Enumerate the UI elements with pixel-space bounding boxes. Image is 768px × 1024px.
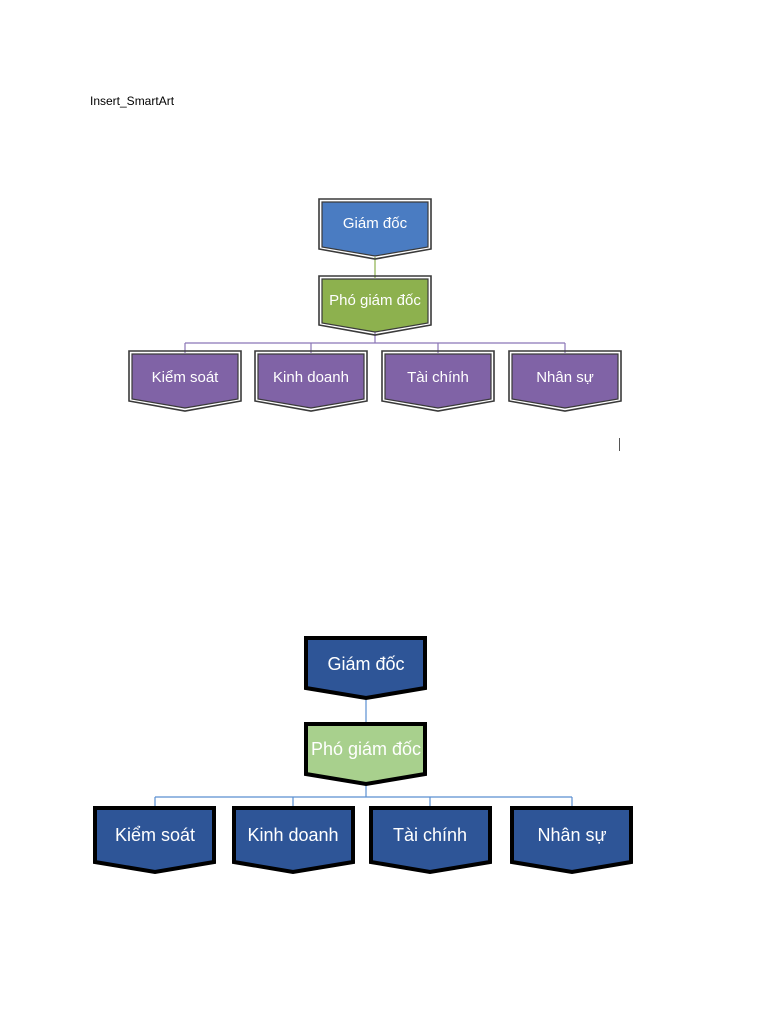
org-chart-2: Giám đốc Phó giám đốc Kiểm soát Kinh doa… xyxy=(93,636,633,875)
department-shape xyxy=(257,353,365,409)
department-shape-outer xyxy=(128,350,242,412)
department-node[interactable]: Kiểm soát xyxy=(128,350,242,412)
connectors xyxy=(184,257,566,353)
text-cursor xyxy=(619,438,620,451)
deputy-label: Phó giám đốc xyxy=(311,739,421,759)
deputy-shape xyxy=(304,722,427,787)
department-nodes: Kiểm soát Kinh doanh Tài chính Nhân sự xyxy=(93,806,633,875)
ceo-label: Giám đốc xyxy=(327,654,404,674)
ceo-shape xyxy=(304,636,427,701)
department-shape xyxy=(369,806,492,875)
department-label: Kinh doanh xyxy=(247,825,338,845)
department-label: Kiểm soát xyxy=(152,369,220,386)
department-label: Nhân sự xyxy=(537,825,606,845)
department-node[interactable]: Kiểm soát xyxy=(93,806,216,875)
deputy-node[interactable]: Phó giám đốc xyxy=(304,722,427,787)
department-node[interactable]: Kinh doanh xyxy=(232,806,355,875)
department-label: Kiểm soát xyxy=(115,825,195,845)
department-shape xyxy=(384,353,492,409)
department-node[interactable]: Tài chính xyxy=(381,350,495,412)
department-label: Kinh doanh xyxy=(273,369,349,386)
department-shape-outer xyxy=(508,350,622,412)
department-shape-outer xyxy=(254,350,368,412)
deputy-shape-outer xyxy=(318,275,432,336)
ceo-shape-outer xyxy=(318,198,432,260)
department-label: Nhân sự xyxy=(536,369,594,386)
ceo-label: Giám đốc xyxy=(343,215,408,232)
department-shape xyxy=(93,806,216,875)
deputy-label: Phó giám đốc xyxy=(329,292,421,309)
department-shape xyxy=(232,806,355,875)
department-shape xyxy=(510,806,633,875)
department-node[interactable]: Kinh doanh xyxy=(254,350,368,412)
department-shape xyxy=(131,353,239,409)
department-node[interactable]: Nhân sự xyxy=(510,806,633,875)
department-shape xyxy=(511,353,619,409)
document-caption: Insert_SmartArt xyxy=(90,94,175,108)
department-node[interactable]: Tài chính xyxy=(369,806,492,875)
department-node[interactable]: Nhân sự xyxy=(508,350,622,412)
deputy-shape xyxy=(321,278,429,333)
org-chart-1: Giám đốc Phó giám đốc Kiểm soát Kinh doa… xyxy=(128,198,622,412)
connectors xyxy=(154,698,573,808)
department-label: Tài chính xyxy=(407,369,469,386)
department-shape-outer xyxy=(381,350,495,412)
department-nodes: Kiểm soát Kinh doanh Tài chính Nhân sự xyxy=(128,350,622,412)
department-label: Tài chính xyxy=(393,825,467,845)
ceo-shape xyxy=(321,201,429,257)
ceo-node[interactable]: Giám đốc xyxy=(318,198,432,260)
deputy-node[interactable]: Phó giám đốc xyxy=(318,275,432,336)
ceo-node[interactable]: Giám đốc xyxy=(304,636,427,701)
